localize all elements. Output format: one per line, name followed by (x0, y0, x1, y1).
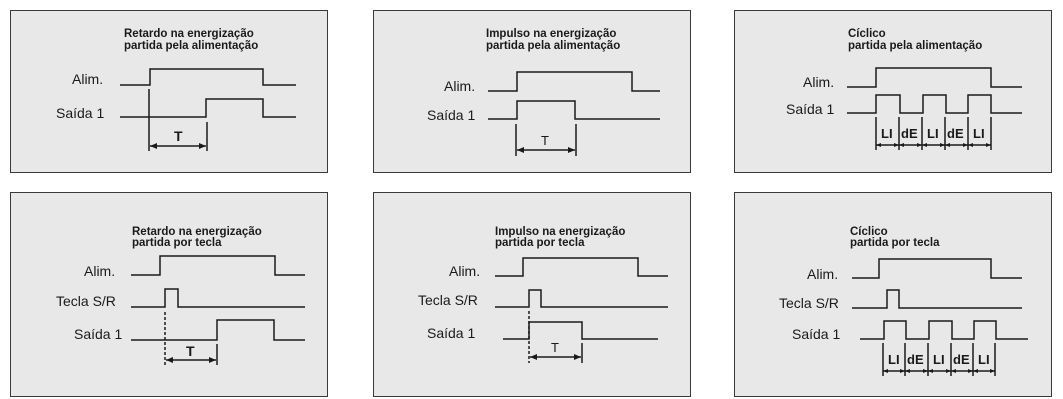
panel-retardo-tecla (10, 192, 328, 397)
panel-subtitle: partida por tecla (495, 237, 585, 249)
panel-title: Impulso na energização (495, 226, 626, 238)
tecla-signal (131, 288, 305, 308)
tecla-signal (495, 289, 668, 308)
t-label: T (551, 340, 559, 355)
panel-title: Retardo na energização (124, 28, 254, 40)
panel-title: Retardo na energização (132, 226, 262, 238)
panel-subtitle: partida pela alimentação (486, 40, 621, 52)
t-label: T (186, 343, 195, 359)
tecla-label: Tecla S/R (779, 295, 839, 311)
t-label: T (174, 128, 183, 144)
saida-signal (488, 100, 660, 120)
panel-title: Cíclico (848, 28, 886, 40)
saida-label: Saída 1 (56, 105, 105, 121)
panel-impulso-tecla (373, 192, 691, 397)
saida-signal (120, 98, 296, 118)
t-arrow-head-right (209, 357, 216, 363)
t-label: T (541, 133, 549, 148)
saida-signal (847, 94, 1022, 114)
alim-signal (847, 67, 1022, 88)
de-label: dE (907, 352, 924, 367)
alim-label: Alim. (803, 74, 835, 90)
tecla-label: Tecla S/R (418, 292, 478, 308)
saida-signal (503, 321, 658, 340)
alim-signal (488, 71, 660, 92)
saida-label: Saída 1 (427, 325, 476, 341)
li-label: LI (888, 352, 900, 367)
li-label: LI (973, 126, 985, 141)
alim-label: Alim. (84, 263, 116, 279)
alim-signal (120, 68, 296, 86)
saida-label: Saída 1 (792, 326, 841, 342)
saida-label: Saída 1 (427, 107, 476, 123)
panel-ciclico-tecla (734, 192, 1052, 397)
alim-label: Alim. (449, 263, 481, 279)
tecla-signal (852, 289, 1022, 309)
li-label: LI (933, 352, 945, 367)
li-label: LI (881, 126, 893, 141)
t-arrow-head-right (199, 143, 206, 149)
panel-subtitle: partida por tecla (132, 237, 222, 249)
panel-title: Impulso na energização (486, 28, 617, 40)
alim-signal (131, 255, 305, 276)
de-label: dE (901, 126, 918, 141)
panel-title: Cíclico (850, 226, 888, 238)
de-label: dE (947, 126, 964, 141)
t-arrow-head-left (530, 354, 537, 360)
t-arrow-head-left (166, 357, 173, 363)
li-label: LI (927, 126, 939, 141)
alim-label: Alim. (444, 78, 476, 94)
saida-label: Saída 1 (786, 101, 835, 117)
saida-label: Saída 1 (74, 326, 123, 342)
t-arrow-head-right (574, 354, 581, 360)
de-label: dE (953, 352, 970, 367)
panel-subtitle: partida por tecla (850, 237, 940, 249)
t-arrow-head-right (568, 147, 575, 153)
saida-signal (860, 320, 1028, 340)
alim-signal (852, 258, 1022, 279)
alim-signal (495, 257, 668, 277)
alim-label: Alim. (807, 266, 839, 282)
t-arrow-head-left (150, 143, 157, 149)
alim-label: Alim. (72, 71, 104, 87)
panel-ciclico-alimentacao (734, 10, 1052, 173)
saida-signal (131, 319, 305, 341)
tecla-label: Tecla S/R (56, 293, 116, 309)
li-label: LI (978, 352, 990, 367)
panel-subtitle: partida pela alimentação (848, 40, 983, 52)
panel-subtitle: partida pela alimentação (124, 40, 259, 52)
t-arrow-head-left (517, 147, 524, 153)
